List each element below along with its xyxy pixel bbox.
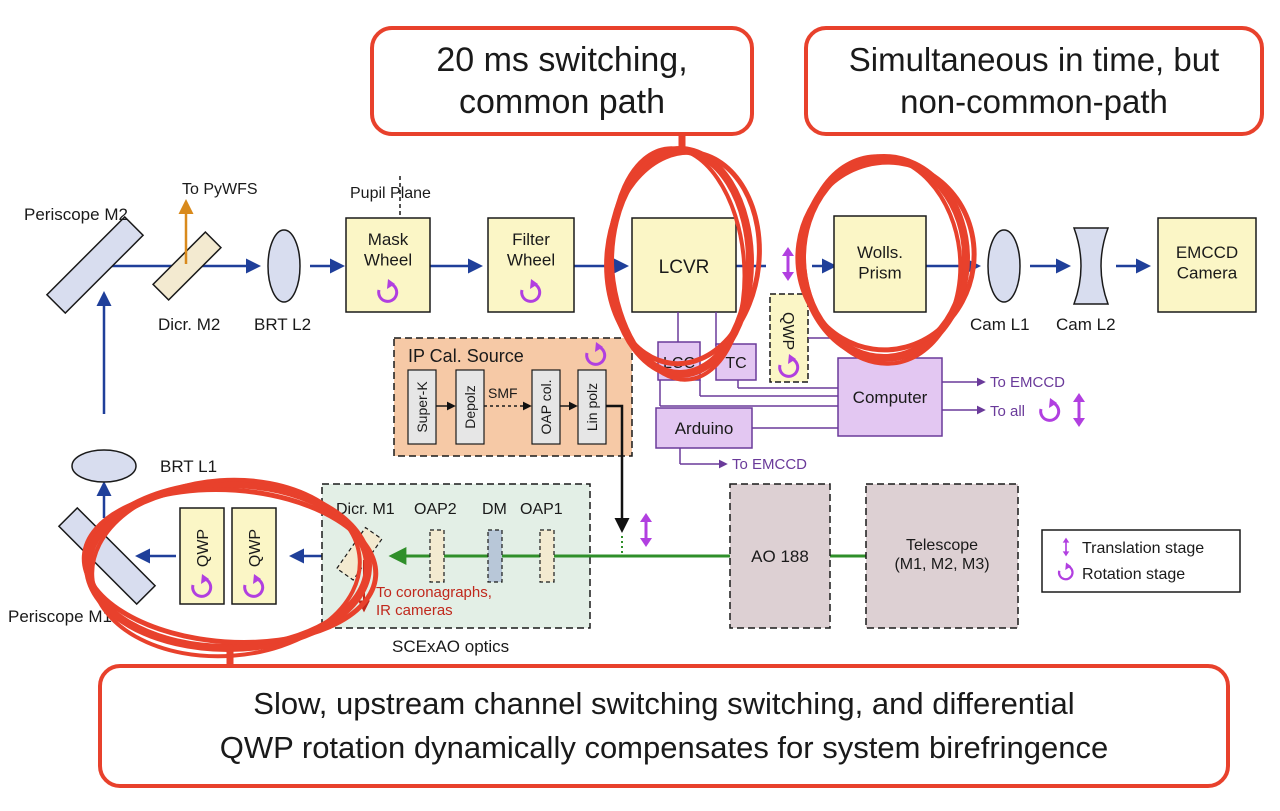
filter-wheel-box xyxy=(487,217,575,313)
periscope-m2-mirror xyxy=(45,215,145,315)
oap2-element xyxy=(429,529,445,583)
wollaston-prism-label: Wolls.Prism xyxy=(857,243,903,282)
legend-translation-label: Translation stage xyxy=(1082,540,1204,557)
computer-label: Computer xyxy=(853,388,928,407)
dicr-m1-label: Dicr. M1 xyxy=(336,501,395,518)
telescope-box xyxy=(865,483,1019,629)
to-emccd-label-1: To EMCCD xyxy=(990,374,1065,391)
lin-polz-box xyxy=(577,369,607,445)
qwp-top-label: QWP xyxy=(779,312,796,350)
qwp-2-label: QWP xyxy=(247,529,264,567)
wollaston-prism-box xyxy=(833,215,927,313)
callout-qwp-compensation-text: Slow, upstream channel switching switchi… xyxy=(219,686,1109,765)
pupil-plane-label: Pupil Plane xyxy=(350,185,431,202)
brt-l1-lens xyxy=(71,449,137,483)
tc-label: TC xyxy=(725,355,746,372)
oap2-label: OAP2 xyxy=(414,501,457,518)
depolz-box xyxy=(455,369,485,445)
brt-l2-label: BRT L2 xyxy=(254,315,311,334)
periscope-m2-label: Periscope M2 xyxy=(24,205,128,224)
mask-wheel-box xyxy=(345,217,431,313)
qwp-2-box xyxy=(231,507,277,605)
lcvr-box xyxy=(631,217,737,313)
emccd-camera-box xyxy=(1157,217,1257,313)
to-all-label: To all xyxy=(990,403,1025,420)
lcvr-label: LCVR xyxy=(659,257,710,278)
oap-col-label: OAP col. xyxy=(538,380,554,435)
oap-col-box xyxy=(531,369,561,445)
arduino-box xyxy=(655,407,753,449)
cal-translation-icon xyxy=(638,511,654,549)
legend-box xyxy=(1041,529,1241,593)
ip-cal-source-label: IP Cal. Source xyxy=(408,346,524,366)
cam-l1-label: Cam L1 xyxy=(970,315,1030,334)
lin-polz-label: Lin polz xyxy=(584,383,600,431)
to-pywfs-label: To PyWFS xyxy=(182,181,258,198)
brt-l1-label: BRT L1 xyxy=(160,457,217,476)
scexao-optics-label: SCExAO optics xyxy=(392,637,509,656)
dichroic-m2 xyxy=(151,230,223,302)
cam-l2-lens xyxy=(1072,227,1110,305)
telescope-label: Telescope(M1, M2, M3) xyxy=(894,537,989,573)
cam-l1-lens xyxy=(987,229,1021,303)
qwp-top-box xyxy=(769,293,809,383)
cam-l2-label: Cam L2 xyxy=(1056,315,1116,334)
periscope-m1-mirror xyxy=(57,506,157,606)
to-emccd-label-2: To EMCCD xyxy=(732,456,807,473)
callout-non-common-path: Simultaneous in time, but non-common-pat… xyxy=(804,26,1264,136)
periscope-m1-label: Periscope M1 xyxy=(8,607,112,626)
dicr-m2-label: Dicr. M2 xyxy=(158,315,220,334)
qwp-1-label: QWP xyxy=(195,529,212,567)
arduino-label: Arduino xyxy=(675,419,734,438)
callout-common-path-text: 20 ms switching, common path xyxy=(436,41,688,121)
qwp-translation-icon xyxy=(780,245,796,283)
to-coronagraphs-label: To coronagraphs,IR cameras xyxy=(376,584,492,619)
dm-label: DM xyxy=(482,501,507,518)
dm-element xyxy=(487,529,503,583)
oap1-element xyxy=(539,529,555,583)
oap1-label: OAP1 xyxy=(520,501,563,518)
to-all-rotation-icon xyxy=(1039,396,1061,422)
to-all-translation-icon xyxy=(1071,391,1087,429)
callout-common-path: 20 ms switching, common path xyxy=(370,26,754,136)
highlight-scribbles xyxy=(81,128,977,672)
ao188-box xyxy=(729,483,831,629)
cal-injection-path xyxy=(606,404,630,533)
ao188-label: AO 188 xyxy=(751,547,809,566)
electronics-wiring xyxy=(659,312,986,469)
callout-qwp-compensation: Slow, upstream channel switching switchi… xyxy=(98,664,1230,788)
callout-non-common-path-text: Simultaneous in time, but non-common-pat… xyxy=(848,41,1220,120)
super-k-label: Super-K xyxy=(414,381,430,433)
smf-label: SMF xyxy=(488,385,518,401)
depolz-label: Depolz xyxy=(462,385,478,429)
computer-box xyxy=(837,357,943,437)
legend-rotation-label: Rotation stage xyxy=(1082,566,1185,583)
super-k-box xyxy=(407,369,437,445)
qwp-1-box xyxy=(179,507,225,605)
brt-l2-lens xyxy=(267,229,301,303)
